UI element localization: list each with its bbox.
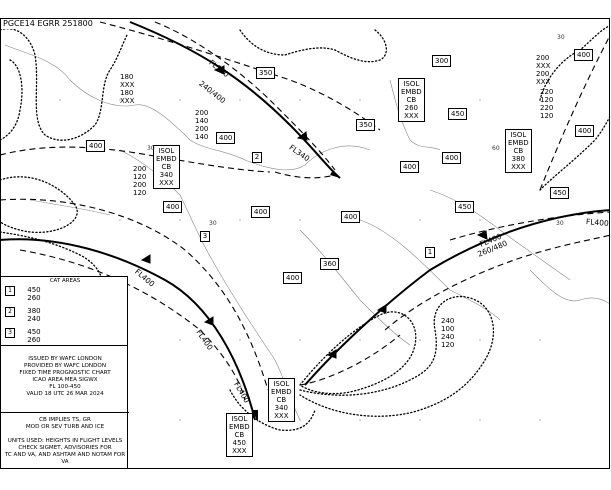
cb-area-west-europe (1, 28, 128, 141)
fl-label: 450 (550, 187, 570, 199)
arrowhead-jet-west (252, 410, 258, 422)
cat-area-3-inner (19, 249, 246, 401)
coastline-persian-gulf (429, 189, 571, 281)
barb-5 (476, 230, 488, 240)
fl-label: 400 (283, 272, 303, 284)
cat-area-top-arc (99, 21, 381, 131)
cat-area-2-west (1, 146, 271, 173)
barb-3 (140, 254, 151, 264)
barb-2 (296, 131, 308, 141)
fl-label: 400 (251, 206, 271, 218)
cat-area-3 (1, 198, 269, 391)
fl-label: 300 (432, 55, 452, 67)
chart-frame (0, 18, 610, 469)
barb-1 (213, 65, 225, 75)
cb-area-arabia (299, 311, 417, 395)
cb-area-east (539, 117, 609, 191)
fl-label: 450 (455, 201, 475, 213)
cat-area-1 (384, 234, 609, 331)
arrowhead-jet-north (330, 170, 340, 178)
fl-label: 400 (341, 211, 361, 223)
grid-label: 30 (556, 220, 564, 227)
cat-area-marker: 2 (252, 152, 262, 163)
chart-header: PGCE14 EGRR 251800 (1, 19, 95, 29)
coastline-arabia (359, 219, 501, 321)
grid-label: 60 (492, 145, 500, 152)
cat-area-boundaries (1, 21, 609, 401)
barb-7 (326, 349, 337, 359)
fl-label: 400 (442, 152, 462, 164)
cat-area-east-se (449, 211, 609, 241)
fl-label: 350 (356, 119, 376, 131)
cat-area-east-ne (539, 35, 609, 191)
cat-area-2-south (274, 171, 336, 179)
fl-label: 400 (575, 125, 595, 137)
cat-area-2-north (154, 21, 336, 171)
fl-label: 450 (448, 108, 468, 120)
fl-label: 360 (320, 258, 340, 270)
fl-label: 400 (216, 132, 236, 144)
fl-label: 400 (400, 161, 420, 173)
coastline-africa (29, 199, 111, 216)
coastline-caspian (389, 79, 441, 151)
fl-label: 400 (86, 140, 106, 152)
cb-area-west-europe-inner (1, 59, 23, 141)
barb-4 (203, 316, 214, 326)
coastline-india (529, 269, 609, 304)
wind-barbs (140, 65, 488, 359)
coastline-europe (4, 44, 371, 171)
jet-east (304, 209, 609, 386)
cb-area-west-mid (1, 176, 78, 234)
jet-west-africa (1, 238, 256, 421)
fl-label: 350 (256, 67, 276, 79)
divider (1, 412, 129, 413)
jet-arrowheads (252, 170, 340, 422)
cb-area-north-center (239, 29, 387, 63)
cat-area-marker: 1 (425, 247, 435, 258)
coastline-red-sea (299, 229, 411, 346)
fl-label: 400 (163, 201, 183, 213)
cat-area-marker: 3 (200, 231, 210, 242)
barb-6 (376, 304, 387, 314)
grid-label: 30 (147, 145, 155, 152)
fl-label: 400 (574, 49, 594, 61)
cat-area-1b (299, 334, 401, 386)
cb-area-sahara (229, 389, 316, 431)
cb-area-arabia-south (299, 296, 495, 417)
grid-label: 30 (557, 34, 565, 41)
cat-areas-title: CAT AREAS (49, 278, 81, 284)
grid-label: 30 (209, 220, 217, 227)
jet-label: FL400 (585, 217, 610, 228)
